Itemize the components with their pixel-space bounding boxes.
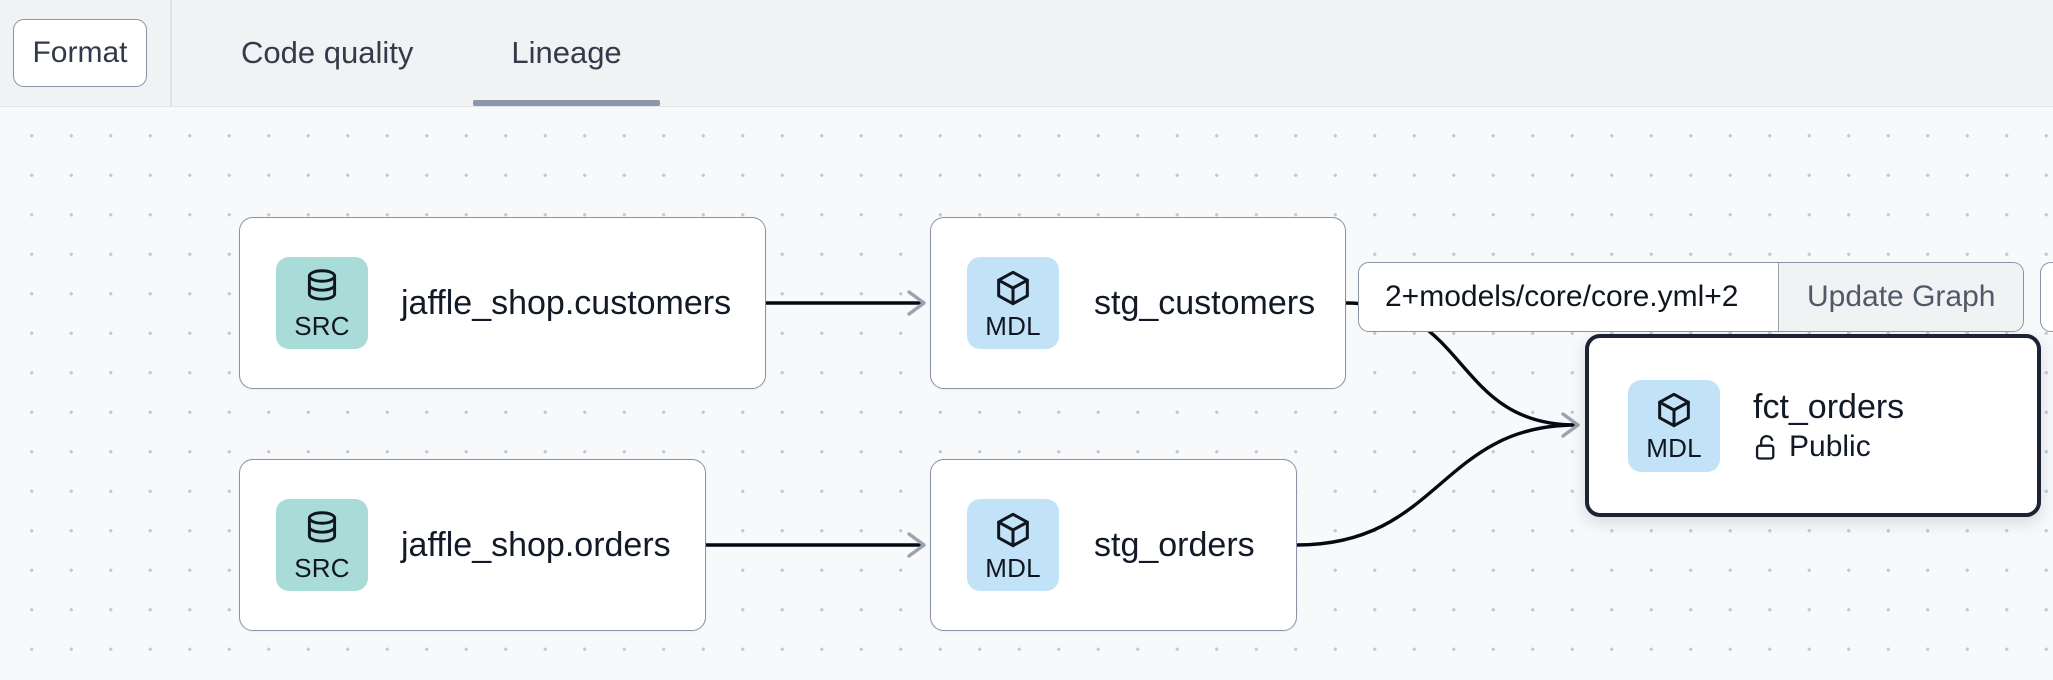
node-badge-src: SRC — [276, 499, 368, 591]
edge-arrowhead — [907, 290, 926, 316]
canvas-side-control[interactable] — [2040, 262, 2053, 332]
node-badge-label: MDL — [985, 310, 1041, 341]
node-access: Public — [1753, 430, 1904, 464]
toolbar: Format Code quality Lineage — [0, 0, 2053, 107]
node-title: fct_orders — [1753, 387, 1905, 426]
node-title: jaffle_shop.orders — [401, 525, 671, 564]
node-body: jaffle_shop.customers — [401, 283, 731, 323]
edge-arrowhead — [907, 532, 926, 558]
node-badge-mdl: MDL — [967, 499, 1059, 591]
node-badge-src: SRC — [276, 257, 368, 349]
graph-control-panel: Update Graph — [1358, 262, 2025, 332]
node-title: stg_customers — [1094, 283, 1316, 322]
node-badge-label: SRC — [294, 552, 350, 583]
edge-stg-orders-to-fct-orders — [1296, 423, 1577, 547]
tab-lineage-label: Lineage — [511, 35, 622, 70]
unlock-icon — [1753, 433, 1780, 462]
node-access-label: Public — [1789, 430, 1871, 464]
database-icon — [303, 268, 341, 308]
tab-code-quality-label: Code quality — [241, 35, 414, 70]
node-badge-label: MDL — [1646, 433, 1702, 463]
cube-icon — [993, 510, 1033, 550]
tab-underline-active — [473, 100, 660, 106]
node-body: stg_customers — [1094, 283, 1315, 323]
update-graph-button[interactable]: Update Graph — [1778, 263, 2024, 331]
tab-code-quality[interactable]: Code quality — [241, 0, 413, 106]
toolbar-left-section: Format — [0, 0, 172, 106]
node-badge-mdl: MDL — [967, 257, 1059, 349]
tab-lineage[interactable]: Lineage — [473, 0, 660, 106]
node-badge-label: SRC — [294, 310, 350, 341]
lineage-node-stg-customers[interactable]: MDL stg_customers — [930, 217, 1346, 389]
lineage-node-fct-orders[interactable]: MDL fct_orders Public — [1585, 334, 2041, 517]
node-badge-label: MDL — [985, 552, 1041, 583]
lineage-node-stg-orders[interactable]: MDL stg_orders — [930, 459, 1297, 631]
format-button[interactable]: Format — [13, 19, 147, 87]
cube-icon — [1654, 390, 1694, 430]
dbt-selector-input[interactable] — [1359, 263, 1778, 331]
node-title: stg_orders — [1094, 525, 1255, 564]
node-body: stg_orders — [1094, 525, 1255, 565]
node-body: fct_orders Public — [1753, 387, 1904, 464]
node-title: jaffle_shop.customers — [401, 283, 732, 322]
tab-bar: Code quality Lineage — [172, 0, 660, 106]
cube-icon — [993, 268, 1033, 308]
database-icon — [303, 510, 341, 550]
lineage-canvas[interactable]: SRC jaffle_shop.customers SRC jaffle_sh — [0, 107, 2053, 680]
lineage-node-src-orders[interactable]: SRC jaffle_shop.orders — [239, 459, 706, 631]
lineage-node-src-customers[interactable]: SRC jaffle_shop.customers — [239, 217, 766, 389]
edge-arrowhead — [1561, 412, 1580, 438]
node-body: jaffle_shop.orders — [401, 525, 671, 565]
node-badge-mdl: MDL — [1628, 379, 1720, 472]
